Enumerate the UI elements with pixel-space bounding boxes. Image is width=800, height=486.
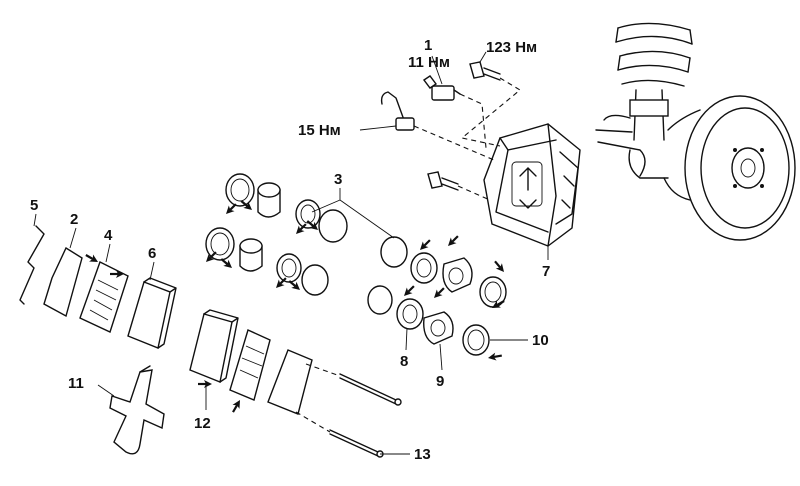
right-piston-seal-set	[367, 232, 509, 364]
pad-pins	[295, 363, 402, 458]
label-3: 3	[334, 171, 342, 188]
label-5: 5	[30, 197, 38, 214]
label-9: 9	[436, 373, 444, 390]
leader-lines	[33, 188, 549, 455]
bleeder-and-bolts	[359, 51, 521, 201]
label-4: 4	[104, 227, 113, 244]
label-13: 13	[414, 446, 431, 463]
suspension-strut-and-hub	[595, 22, 796, 241]
caliper-body	[483, 123, 581, 247]
label-12: 12	[194, 415, 211, 432]
label-8: 8	[400, 353, 408, 370]
label-10: 10	[532, 332, 549, 349]
label-6: 6	[148, 245, 156, 262]
label-11: 11	[68, 375, 84, 392]
pad-support-plate	[109, 365, 165, 455]
label-torque-15: 15 Нм	[298, 122, 341, 139]
right-pad-set	[189, 309, 313, 416]
left-piston-seal-set	[202, 173, 348, 296]
label-torque-11: 11 Нм	[408, 54, 450, 71]
label-7: 7	[542, 263, 550, 280]
left-pad-set	[19, 225, 177, 349]
label-torque-123: 123 Нм	[486, 39, 537, 56]
label-1: 1	[424, 37, 432, 54]
callout-labels: 1 11 Нм 123 Нм 15 Нм 3 5 2 4 6 7 8 9 10 …	[30, 37, 550, 463]
label-2: 2	[70, 211, 78, 228]
